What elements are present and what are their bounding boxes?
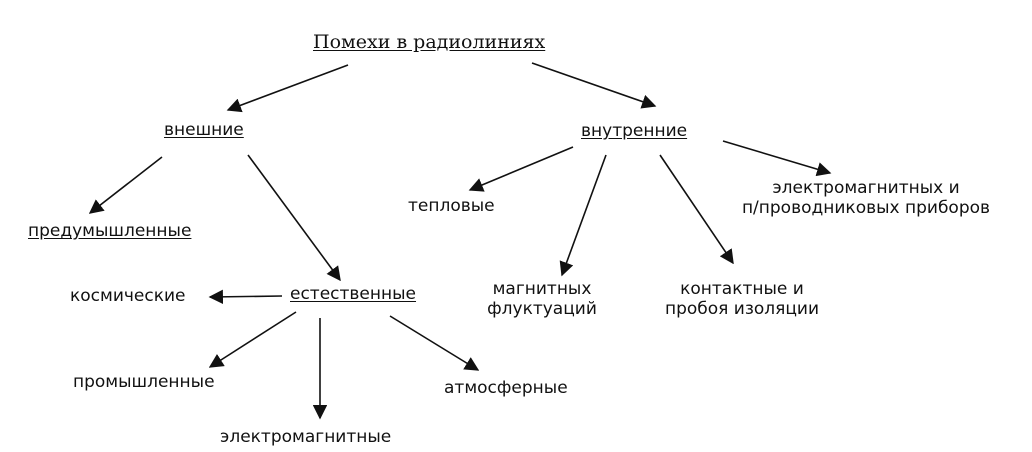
atmospheric-node-label: атмосферные: [444, 378, 568, 398]
devices-node-label: электромагнитных и п/проводниковых прибо…: [716, 178, 1016, 218]
devices-line-1: электромагнитных и: [772, 178, 960, 198]
arrow-internal-to-magnetic: [559, 154, 607, 277]
arrow-external-to-man-made: [88, 156, 163, 214]
arrow-natural-to-atmospheric: [389, 315, 480, 371]
contact-line-1: контактные и: [680, 279, 804, 299]
magnetic-line-2: флуктуаций: [487, 299, 597, 319]
arrow-internal-to-contact: [659, 154, 734, 265]
arrow-external-to-natural: [247, 154, 341, 282]
natural-node-label: естественные: [290, 284, 417, 304]
contact-node-label: контактные и пробоя изоляции: [650, 279, 834, 319]
arrow-root-to-internal: [531, 62, 657, 109]
thermal-node-label: тепловые: [408, 196, 495, 216]
cosmic-node-label: космические: [70, 286, 186, 306]
contact-line-2: пробоя изоляции: [664, 299, 820, 319]
arrow-natural-to-industrial: [208, 311, 297, 368]
arrow-root-to-external: [226, 64, 349, 113]
industrial-node-label: промышленные: [73, 372, 215, 392]
arrow-internal-to-thermal: [468, 146, 574, 192]
arrow-internal-to-devices: [722, 140, 832, 177]
magnetic-line-1: магнитных: [492, 279, 592, 299]
electromagnetic-node-label: электромагнитные: [220, 427, 392, 447]
internal-node-label: внутренние: [581, 121, 688, 141]
magnetic-node-label: магнитных флуктуаций: [474, 279, 610, 319]
root-node-label: Помехи в радиолиниях: [313, 31, 546, 53]
devices-line-2: п/проводниковых приборов: [741, 198, 991, 218]
arrow-natural-to-cosmic: [208, 289, 283, 305]
man-made-node-label: предумышленные: [28, 221, 192, 241]
external-node-label: внешние: [164, 120, 244, 140]
